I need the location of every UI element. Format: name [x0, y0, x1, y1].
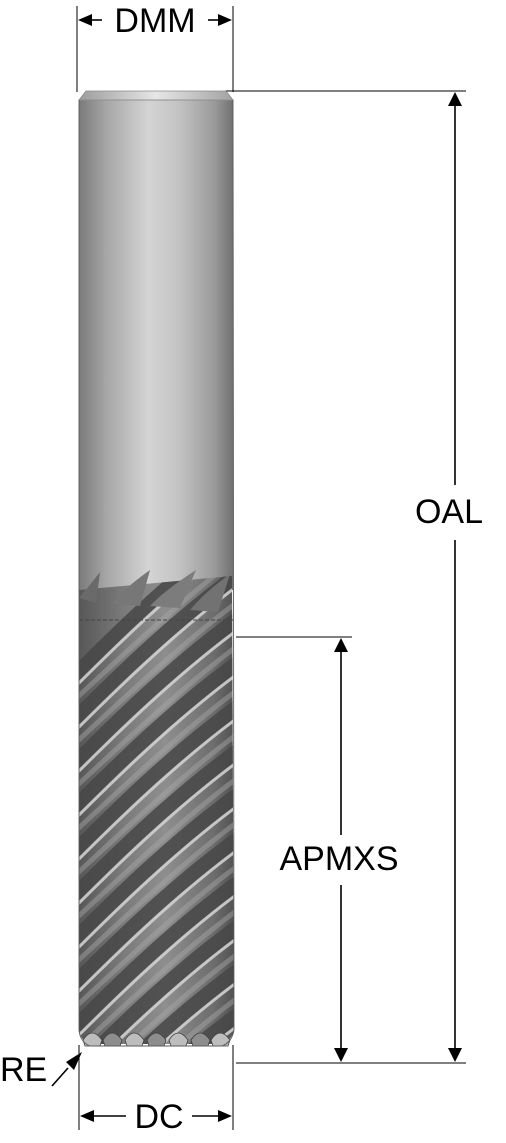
dc-dimension: DC	[80, 1098, 232, 1136]
arrowhead-icon	[218, 14, 232, 26]
oal-dimension: OAL	[415, 92, 483, 1062]
dc-label: DC	[134, 1098, 183, 1136]
arrowhead-icon	[334, 638, 348, 652]
arrowhead-icon	[448, 1048, 462, 1062]
re-label: RE	[0, 1051, 47, 1089]
tool-outline	[78, 99, 235, 1047]
tool-shank	[79, 100, 233, 590]
arrowhead-icon	[78, 14, 92, 26]
arrowhead-icon	[448, 92, 462, 106]
shank-top-chamfer	[78, 90, 234, 101]
dmm-dimension: DMM	[78, 2, 232, 40]
oal-label: OAL	[415, 493, 483, 531]
re-dimension: RE	[0, 1051, 82, 1089]
end-mill-tool	[78, 90, 235, 1047]
fluted-cutting-section	[79, 576, 234, 1044]
cutting-tips	[82, 1032, 231, 1047]
apmxs-dimension: APMXS	[279, 638, 399, 1062]
arrowhead-icon	[80, 1110, 94, 1122]
apmxs-label: APMXS	[279, 840, 398, 878]
dmm-label: DMM	[114, 2, 195, 40]
extension-lines	[76, 6, 466, 1130]
arrowhead-icon	[66, 1052, 82, 1070]
arrowhead-icon	[334, 1048, 348, 1062]
arrowhead-icon	[218, 1110, 232, 1122]
flute-runout	[79, 570, 233, 621]
